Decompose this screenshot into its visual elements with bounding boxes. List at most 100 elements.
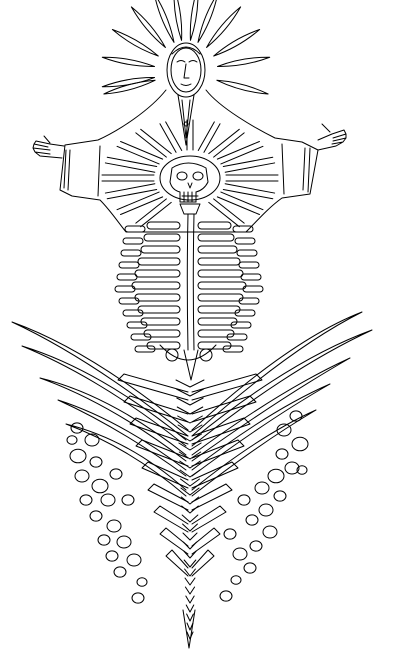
- robe-ray: [186, 119, 194, 151]
- maguey-leaf: [191, 409, 317, 497]
- ribcage: [114, 221, 264, 353]
- bubble: [219, 590, 233, 602]
- halo-ray: [101, 56, 155, 67]
- stem-chevron: [186, 613, 194, 622]
- maguey-leaf: [65, 423, 187, 497]
- rib-end: [226, 333, 248, 341]
- maguey-leaf: [191, 311, 363, 437]
- robe-ray: [101, 174, 155, 182]
- rib: [197, 269, 244, 278]
- stem-chevron: [182, 541, 198, 550]
- halo-ray: [197, 0, 217, 43]
- leaf-segment: [191, 373, 263, 401]
- rib: [143, 233, 181, 242]
- leaf-segment: [135, 439, 189, 467]
- leaf-segment: [191, 417, 251, 445]
- robe-ray: [222, 156, 276, 173]
- bubble: [97, 534, 111, 546]
- leaf-segment: [141, 461, 189, 489]
- bubble: [100, 493, 116, 507]
- robe-ray: [104, 156, 158, 173]
- maguey-leaf: [21, 345, 187, 447]
- stem-chevron: [183, 559, 197, 568]
- robe: [59, 89, 319, 233]
- rib: [143, 329, 181, 338]
- rib-end: [230, 321, 252, 329]
- stem-chevron: [177, 433, 203, 442]
- rib-end: [238, 297, 260, 305]
- stem-chevron: [179, 469, 201, 478]
- bubble: [275, 448, 289, 460]
- leaf-segment: [117, 373, 189, 401]
- bubbles: [66, 410, 309, 604]
- leaf-segment: [191, 439, 245, 467]
- bubble: [113, 566, 127, 578]
- robe-ray: [104, 183, 158, 200]
- bubble: [66, 435, 78, 445]
- maguey-leaves: [11, 311, 373, 577]
- stem-chevron: [180, 496, 200, 505]
- bubble: [121, 494, 135, 506]
- halo-ray: [206, 6, 242, 48]
- halo-ray: [101, 77, 155, 88]
- robe-ray: [216, 191, 264, 216]
- maguey-leaf: [191, 329, 373, 447]
- bubble: [284, 461, 300, 475]
- bubble: [254, 481, 270, 495]
- stem-chevron: [179, 460, 201, 469]
- robe-ray: [222, 183, 276, 200]
- robe-ray: [197, 121, 221, 153]
- bubble: [262, 525, 278, 539]
- stem-chevron: [177, 415, 203, 424]
- collar: [177, 94, 195, 146]
- bubble: [74, 469, 90, 483]
- rib-end: [240, 273, 262, 281]
- stem-chevron: [180, 478, 200, 487]
- rib-end: [118, 297, 140, 305]
- rib-end: [122, 237, 144, 245]
- stem-chevron: [176, 397, 204, 406]
- halo-ray: [155, 0, 175, 43]
- bubble: [106, 519, 122, 533]
- halo-ray: [189, 0, 199, 41]
- bubble: [131, 592, 145, 604]
- rib: [134, 293, 181, 302]
- bubble: [245, 514, 259, 526]
- stem-chevron: [177, 424, 203, 433]
- bubble: [136, 577, 148, 587]
- bubble: [223, 528, 237, 540]
- rib-end: [134, 345, 156, 353]
- stem-tip: [182, 609, 196, 649]
- robe-ray: [135, 198, 172, 228]
- maguey-leaf: [191, 383, 331, 477]
- halo-ray: [111, 29, 159, 57]
- stem-chevron: [182, 523, 198, 532]
- halo-ray: [103, 79, 156, 95]
- stem-chevron: [185, 604, 195, 613]
- bubble: [109, 468, 123, 480]
- spine: [186, 213, 195, 351]
- robe-ray: [216, 140, 264, 165]
- bubble: [267, 468, 285, 484]
- maguey-leaf: [191, 357, 351, 462]
- leaf-segment: [191, 505, 227, 533]
- halo-ray: [216, 79, 269, 95]
- rib: [134, 269, 181, 278]
- robe-ray: [159, 121, 183, 153]
- maguey-leaf: [57, 399, 187, 477]
- rib-end: [234, 237, 256, 245]
- skull: [159, 155, 221, 215]
- maguey-leaf: [11, 321, 189, 437]
- bubble: [126, 553, 142, 567]
- rib-end: [238, 261, 260, 269]
- rib-end: [232, 225, 254, 233]
- rib: [197, 233, 235, 242]
- bubble: [116, 535, 132, 549]
- rib-end: [242, 285, 264, 293]
- robe-ray: [208, 198, 245, 228]
- rib-end: [234, 309, 256, 317]
- rib: [146, 221, 181, 230]
- stem-chevron: [176, 406, 204, 415]
